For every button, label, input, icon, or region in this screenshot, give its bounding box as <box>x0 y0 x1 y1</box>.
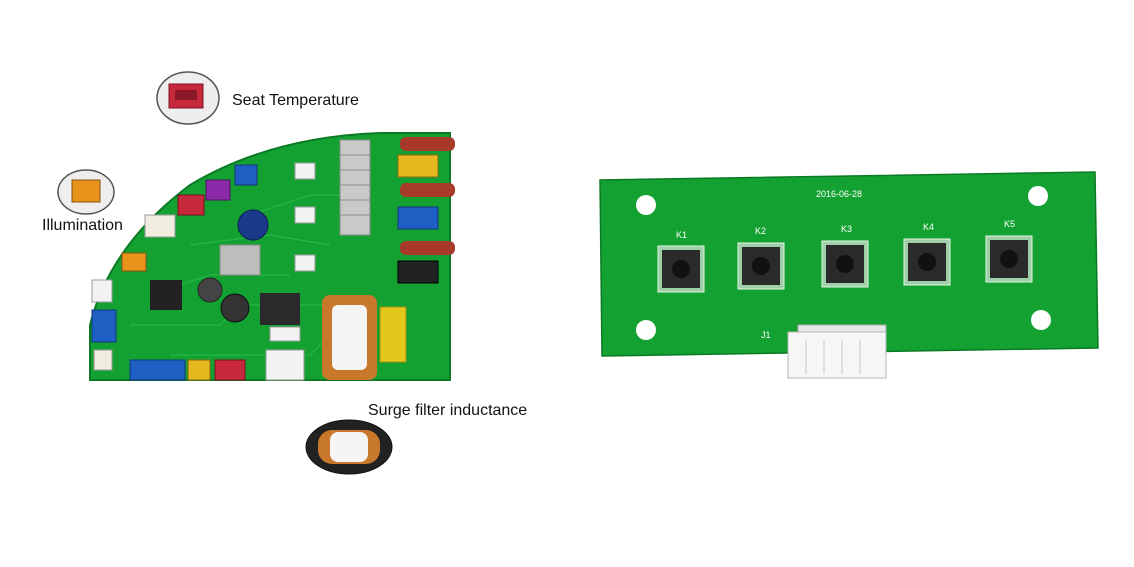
button-k4 <box>903 238 951 286</box>
button-label-k2: K2 <box>755 226 766 236</box>
surge-filter-callout: Surge filter inductance <box>300 400 550 480</box>
button-label-k5: K5 <box>1004 219 1015 229</box>
date-marking: 2016-06-28 <box>816 189 862 199</box>
illumination-callout: Illumination <box>40 168 200 238</box>
seat-temperature-label: Seat Temperature <box>232 92 359 109</box>
surge-filter-inductance-label: Surge filter inductance <box>368 402 528 419</box>
main-control-board <box>70 125 460 385</box>
button-k1 <box>657 245 705 293</box>
illumination-connector-thumbnail <box>57 169 115 215</box>
button-label-k3: K3 <box>841 224 852 234</box>
seat-temperature-callout: Seat Temperature <box>155 70 415 126</box>
button-k5 <box>985 235 1033 283</box>
inductor-thumbnail <box>305 419 393 475</box>
button-label-k1: K1 <box>676 230 687 240</box>
mounting-holes <box>636 186 1051 340</box>
illumination-label: Illumination <box>42 217 123 234</box>
seat-connector-thumbnail <box>156 71 220 125</box>
connector-label-j1: J1 <box>761 330 771 340</box>
button-board: 2016-06-28 K1 K2 K3 K4 K5 J1 <box>598 170 1103 385</box>
connector-j1 <box>787 324 887 379</box>
button-k3 <box>821 240 869 288</box>
button-label-k4: K4 <box>923 222 934 232</box>
button-k2 <box>737 242 785 290</box>
